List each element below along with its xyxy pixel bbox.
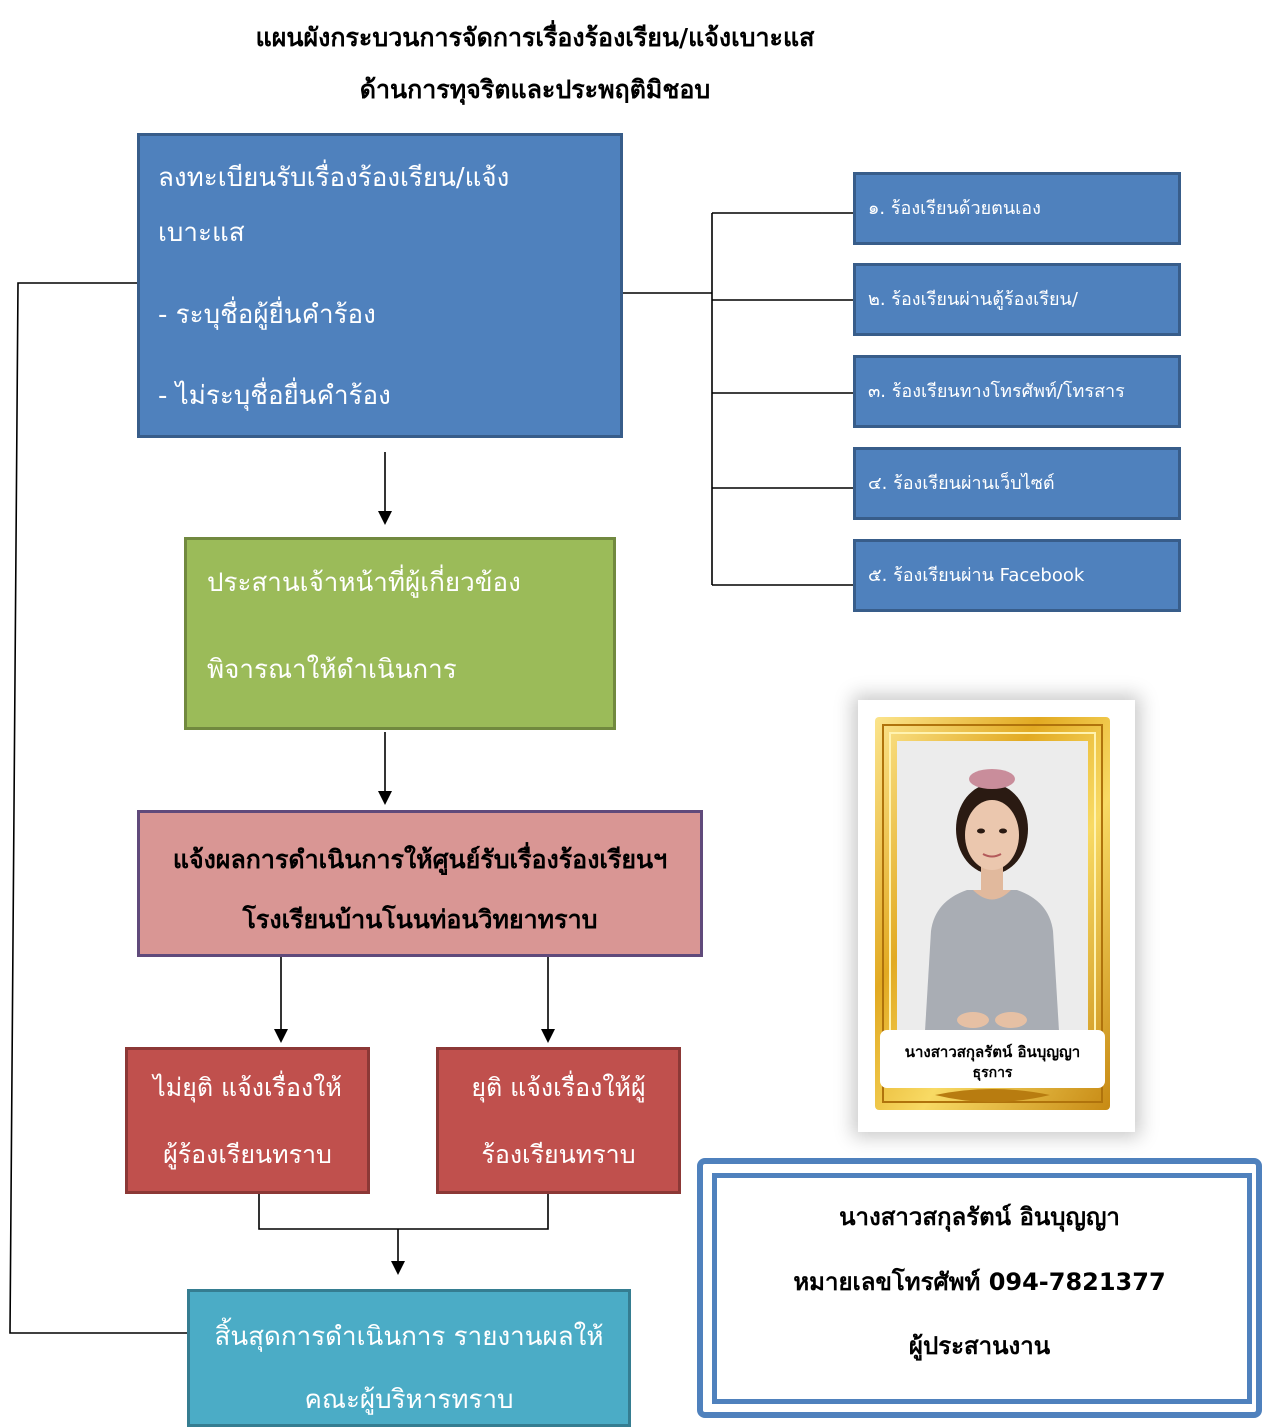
not-resolved-box: ไม่ยุติ แจ้งเรื่องให้ ผู้ร้องเรียนทราบ — [125, 1047, 370, 1194]
staff-photo — [875, 717, 1110, 1110]
page-subtitle: ด้านการทุจริตและประพฤติมิชอบ — [359, 75, 711, 104]
photo-caption-name: นางสาวสกุลรัตน์ อินบุญญา — [904, 1043, 1081, 1061]
contact-box-inner-border — [712, 1173, 1252, 1404]
end-process-box: สิ้นสุดการดำเนินการ รายงานผลให้ คณะผู้บร… — [187, 1289, 631, 1427]
resolved-line-2: ร้องเรียนทราบ — [481, 1140, 636, 1169]
channel-box-2: ๒. ร้องเรียนผ่านตู้ร้องเรียน/ — [853, 263, 1181, 336]
contact-name: นางสาวสกุลรัตน์ อินบุญญา — [839, 1203, 1120, 1231]
arrowhead-coordinate-to-report — [378, 791, 392, 805]
photo-frame-bottom-ornament — [935, 1089, 1050, 1102]
end-line-2: คณะผู้บริหารทราบ — [304, 1385, 514, 1415]
not-resolved-line-2: ผู้ร้องเรียนทราบ — [163, 1140, 332, 1169]
arrowhead-merge-to-end — [391, 1261, 405, 1275]
page-title: แผนผังกระบวนการจัดการเรื่องร้องเรียน/แจ้… — [255, 23, 815, 52]
register-line-anonymous: - ไม่ระบุชื่อยื่นคำร้อง — [158, 381, 391, 411]
channel-box-1: ๑. ร้องเรียนด้วยตนเอง — [853, 172, 1181, 245]
coordinate-line-2: พิจารณาให้ดำเนินการ — [207, 655, 457, 685]
coordinate-line-1: ประสานเจ้าหน้าที่ผู้เกี่ยวข้อง — [207, 568, 521, 598]
report-line-1: แจ้งผลการดำเนินการให้ศูนย์รับเรื่องร้องเ… — [172, 845, 668, 874]
not-resolved-line-1: ไม่ยุติ แจ้งเรื่องให้ — [153, 1073, 342, 1102]
coordinate-staff-box: ประสานเจ้าหน้าที่ผู้เกี่ยวข้อง พิจารณาให… — [184, 537, 616, 730]
report-result-box: แจ้งผลการดำเนินการให้ศูนย์รับเรื่องร้องเ… — [137, 810, 703, 957]
staff-photo-card: นางสาวสกุลรัตน์ อินบุญญา ธุรการ — [858, 700, 1135, 1132]
arrowhead-report-to-resolved — [541, 1029, 555, 1043]
register-line-named: - ระบุชื่อผู้ยื่นคำร้อง — [158, 300, 376, 330]
photo-frame-inner-border — [882, 724, 1103, 1103]
contact-phone: หมายเลขโทรศัพท์ 094-7821377 — [793, 1268, 1166, 1296]
channel-box-4: ๔. ร้องเรียนผ่านเว็บไซต์ — [853, 447, 1181, 520]
register-line-2: เบาะแส — [158, 218, 245, 248]
channel-label-4: ๔. ร้องเรียนผ่านเว็บไซต์ — [868, 473, 1055, 494]
resolved-box: ยุติ แจ้งเรื่องให้ผู้ ร้องเรียนทราบ — [436, 1047, 681, 1194]
register-line-1: ลงทะเบียนรับเรื่องร้องเรียน/แจ้ง — [158, 163, 510, 193]
resolved-line-1: ยุติ แจ้งเรื่องให้ผู้ — [471, 1073, 646, 1102]
channel-box-5: ๕. ร้องเรียนผ่าน Facebook — [853, 539, 1181, 612]
person-portrait — [925, 769, 1059, 1031]
report-line-2: โรงเรียนบ้านโนนท่อนวิทยาทราบ — [242, 905, 598, 934]
photo-caption-plate — [880, 1030, 1105, 1088]
end-line-1: สิ้นสุดการดำเนินการ รายงานผลให้ — [214, 1322, 604, 1352]
contact-role: ผู้ประสานงาน — [908, 1332, 1051, 1360]
connector-feedback-loop — [9, 282, 187, 1334]
channel-box-3: ๓. ร้องเรียนทางโทรศัพท์/โทรสาร — [853, 355, 1181, 428]
contact-box: นางสาวสกุลรัตน์ อินบุญญา หมายเลขโทรศัพท์… — [697, 1158, 1262, 1418]
connector-decisions-merge — [258, 1194, 549, 1230]
channel-label-3: ๓. ร้องเรียนทางโทรศัพท์/โทรสาร — [868, 381, 1125, 402]
arrowhead-report-to-not-resolved — [274, 1029, 288, 1043]
channel-label-1: ๑. ร้องเรียนด้วยตนเอง — [868, 198, 1041, 219]
channel-label-5: ๕. ร้องเรียนผ่าน Facebook — [868, 565, 1085, 586]
register-complaint-box: ลงทะเบียนรับเรื่องร้องเรียน/แจ้ง เบาะแส … — [137, 133, 623, 438]
channel-label-2: ๒. ร้องเรียนผ่านตู้ร้องเรียน/ — [868, 289, 1078, 310]
photo-caption-role: ธุรการ — [972, 1065, 1013, 1081]
arrowhead-register-to-coordinate — [378, 511, 392, 525]
